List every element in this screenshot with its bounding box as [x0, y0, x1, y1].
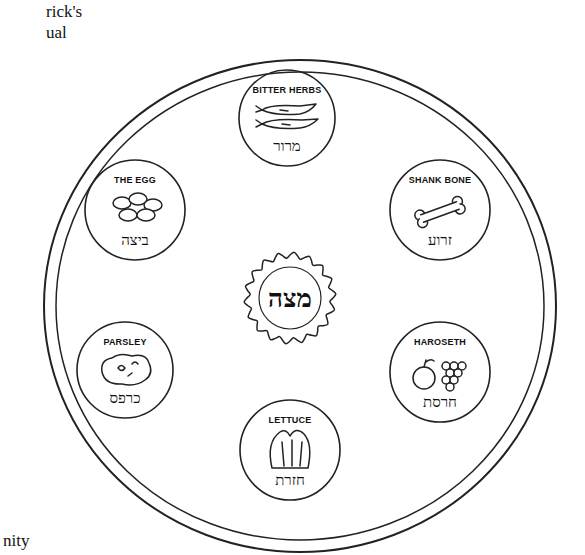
circle-outline [77, 322, 173, 418]
hebrew-label: זרוע [428, 232, 452, 249]
hebrew-label: מרור [273, 138, 300, 155]
english-label: THE EGG [114, 176, 156, 186]
parsley-sprig [102, 354, 151, 385]
surrounding-text-fragment: ual [46, 24, 67, 43]
english-label: SHANK BONE [409, 176, 472, 186]
food-circle: LETTUCE חזרת [240, 400, 340, 500]
surrounding-text-fragment: rick's [46, 3, 82, 22]
egg-cluster [113, 193, 162, 221]
surrounding-text-fragment: nity [3, 532, 29, 551]
hebrew-label: ביצה [121, 232, 149, 249]
english-label: PARSLEY [103, 338, 146, 348]
circle-outline [239, 70, 335, 166]
plate-inner-rim [56, 72, 544, 540]
center-hebrew-title: מצה [268, 284, 312, 313]
circle-outline [240, 400, 340, 500]
ruffled-border [244, 252, 336, 344]
hebrew-label: חרסת [423, 394, 457, 411]
shank-bone [413, 195, 466, 229]
food-circle: PARSLEY כרפס [77, 322, 173, 418]
english-label: BITTER HERBS [253, 86, 322, 96]
circle-outline [85, 160, 185, 260]
hebrew-label: חזרת [275, 472, 305, 489]
circle-outline [390, 322, 490, 422]
circle-outline [390, 160, 490, 260]
food-circle: SHANK BONE זרוע [390, 160, 490, 260]
apple-and-grapes [413, 360, 466, 391]
horseradish-roots [256, 104, 318, 129]
english-label: LETTUCE [269, 416, 312, 426]
hebrew-label: כרפס [109, 390, 140, 407]
food-circle: HAROSETH חרסת [390, 322, 490, 422]
lettuce-leaves [270, 430, 310, 468]
food-circle: THE EGG ביצה [85, 160, 185, 260]
english-label: HAROSETH [414, 338, 466, 348]
plate-rim [44, 60, 556, 552]
inner-ring [259, 267, 321, 329]
matzah-circle: מצה [243, 251, 337, 345]
food-circle: BITTER HERBS מרור [239, 70, 335, 166]
